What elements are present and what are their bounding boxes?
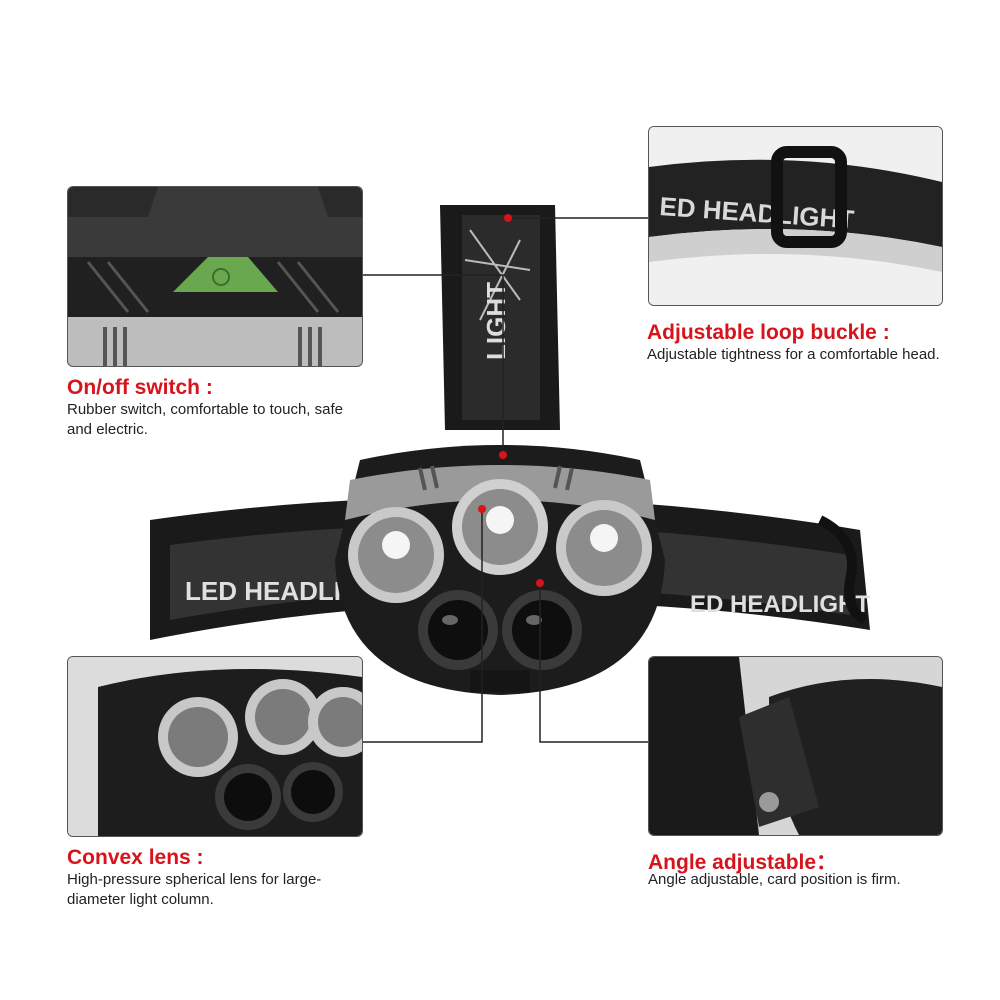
feature-desc-lens: High-pressure spherical lens for large-d… [67,871,322,908]
convex-lens-right [502,590,582,670]
convex-lens-left [418,590,498,670]
feature-title-switch: On/off switch : [67,376,213,399]
detail-panel-switch [67,186,363,367]
panel-lens-left [215,764,281,830]
feature-title-lens: Convex lens : [67,846,204,869]
svg-text:LIGHT: LIGHT [481,282,511,360]
led-center [452,479,548,575]
power-switch-green [173,257,278,292]
led-left [348,507,444,603]
feature-title-angle: Angle adjustable： [648,851,838,874]
feature-desc-angle: Angle adjustable, card position is firm. [648,871,901,888]
detail-panel-angle [648,656,943,836]
detail-panel-buckle: ED HEADLIGHT [648,126,943,306]
feature-desc-buckle: Adjustable tightness for a comfortable h… [647,346,940,363]
feature-desc-switch: Rubber switch, comfortable to touch, saf… [67,401,343,438]
led-right [556,500,652,596]
angle-bracket [739,697,819,827]
feature-title-buckle: Adjustable loop buckle : [647,321,890,344]
detail-panel-lens [67,656,363,837]
loop-buckle [771,146,847,248]
mount-screw [759,792,779,812]
svg-text:ED HEADLIGHT: ED HEADLIGHT [690,591,870,618]
panel-lens-right [283,762,343,822]
